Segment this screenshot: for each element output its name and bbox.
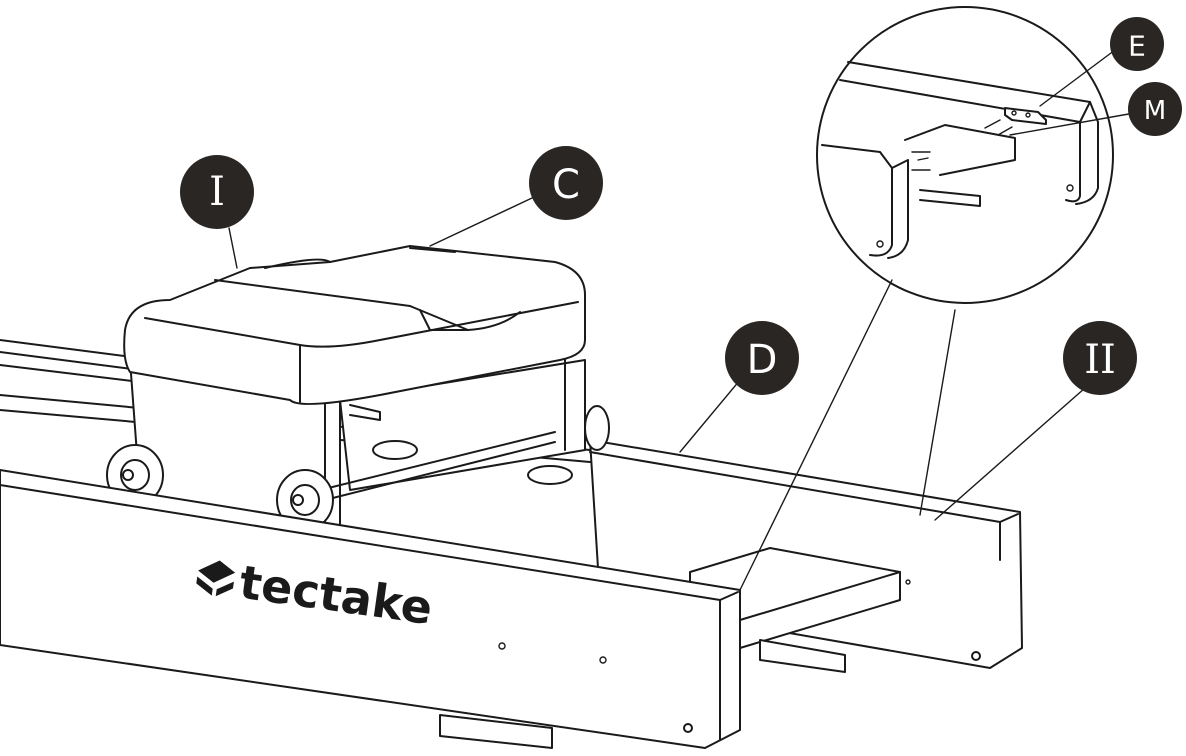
seat-cushion bbox=[123, 245, 586, 405]
badge-step-ii: II bbox=[1063, 321, 1137, 395]
left-track bbox=[0, 339, 141, 383]
logo-mark-icon bbox=[196, 560, 236, 597]
badge-part-c-label: C bbox=[552, 162, 580, 208]
left-rail bbox=[0, 469, 741, 749]
badge-part-e: E bbox=[1110, 17, 1164, 71]
badge-step-i-label: I bbox=[209, 169, 225, 215]
badge-part-m-label: M bbox=[1144, 96, 1166, 126]
badge-part-e-label: E bbox=[1128, 30, 1146, 63]
detail-view bbox=[816, 6, 1114, 304]
badge-part-m: M bbox=[1128, 82, 1182, 136]
badge-part-d: D bbox=[725, 321, 799, 395]
badge-part-d-label: D bbox=[747, 337, 778, 383]
seat-carriage bbox=[106, 359, 610, 531]
badge-part-c: C bbox=[529, 146, 603, 220]
leader-lines bbox=[228, 49, 1141, 591]
badge-step-i: I bbox=[180, 155, 254, 229]
badge-step-ii-label: II bbox=[1084, 337, 1116, 383]
